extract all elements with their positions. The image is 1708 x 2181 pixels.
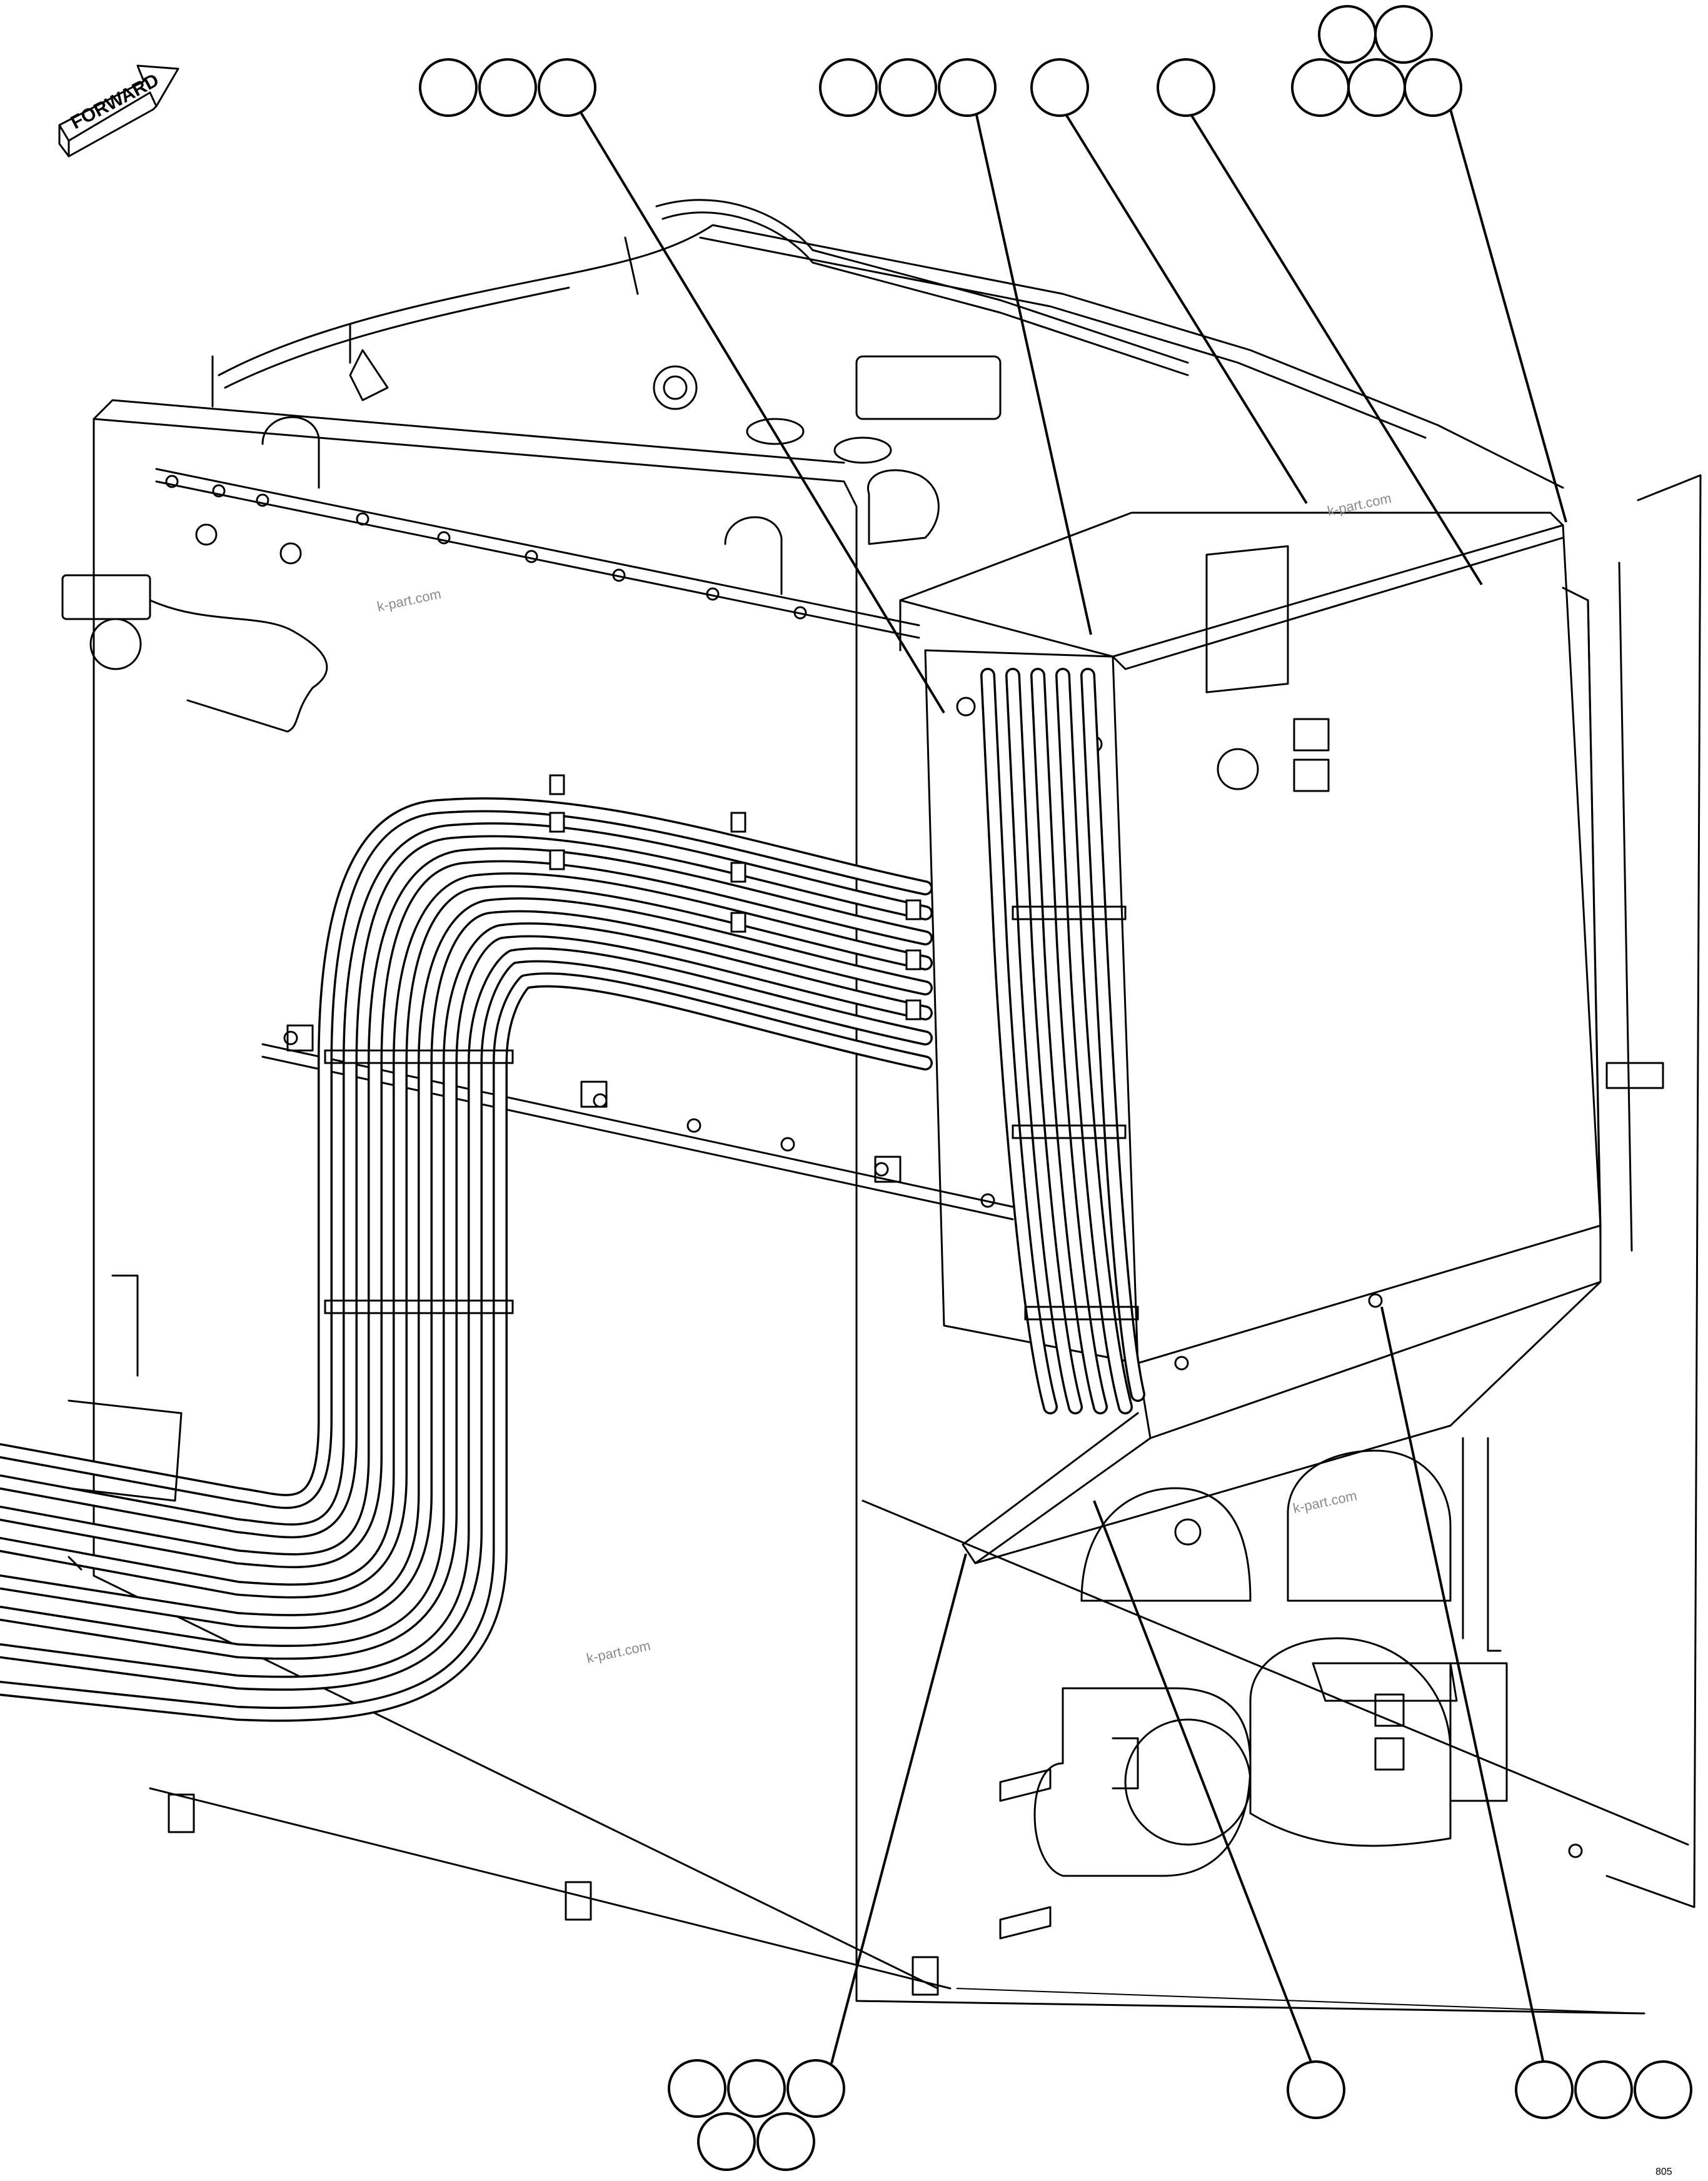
callout-group-lower-right [1515, 2060, 1692, 2119]
callout-balloon [819, 58, 878, 117]
right-side-rail [1605, 562, 1664, 1252]
callout-balloon [938, 58, 997, 117]
watermark-2: k-part.com [1326, 490, 1393, 519]
callout-balloon [1404, 58, 1462, 117]
watermark-3: k-part.com [1292, 1488, 1359, 1516]
forward-label: FORWARD [68, 70, 163, 134]
callout-balloon [538, 58, 596, 117]
callout-cluster-lower-left [668, 2059, 845, 2171]
callout-balloon [478, 58, 537, 117]
figure-code: 805 [1655, 2167, 1672, 2177]
callout-balloon [1030, 58, 1089, 117]
callout-balloon [786, 2059, 845, 2118]
leader-lines [574, 102, 1567, 2067]
upper-mounting-bar [155, 416, 920, 639]
callout-balloon [419, 58, 478, 117]
callout-balloon [697, 2112, 756, 2171]
forward-arrow: FORWARD [58, 64, 179, 158]
callout-group-upper-left [419, 58, 596, 117]
callout-balloon [1515, 2060, 1574, 2119]
callout-balloon [1157, 58, 1215, 117]
lower-equipment [999, 1437, 1583, 1940]
callout-balloon [1318, 5, 1377, 64]
callout-balloon [1287, 2060, 1345, 2119]
callout-balloon [1291, 58, 1350, 117]
callout-single-lower-middle [1287, 2060, 1345, 2119]
junction-box [899, 511, 1602, 1564]
callout-balloon [1374, 5, 1433, 64]
callout-balloon [1634, 2060, 1692, 2119]
callout-group-upper-middle [819, 58, 997, 117]
hose-bundle [0, 668, 1145, 1722]
watermark-4: k-part.com [585, 1638, 652, 1666]
callout-balloon [1347, 58, 1406, 117]
watermark-1: k-part.com [376, 586, 443, 615]
main-frame [93, 399, 1702, 2015]
callout-single-side-panel [1157, 58, 1215, 117]
bottom-standoffs [168, 1024, 939, 1996]
callout-balloon [727, 2059, 786, 2118]
callout-balloon [756, 2112, 815, 2171]
top-piping [211, 199, 1564, 545]
lower-mounting-bar [261, 1030, 1014, 1221]
callout-balloon [1574, 2060, 1633, 2119]
callout-single-top-cover [1030, 58, 1089, 117]
left-bracket [61, 574, 328, 733]
callout-balloon [878, 58, 937, 117]
callout-balloon [668, 2059, 726, 2118]
callout-cluster-upper-right [1291, 5, 1462, 117]
